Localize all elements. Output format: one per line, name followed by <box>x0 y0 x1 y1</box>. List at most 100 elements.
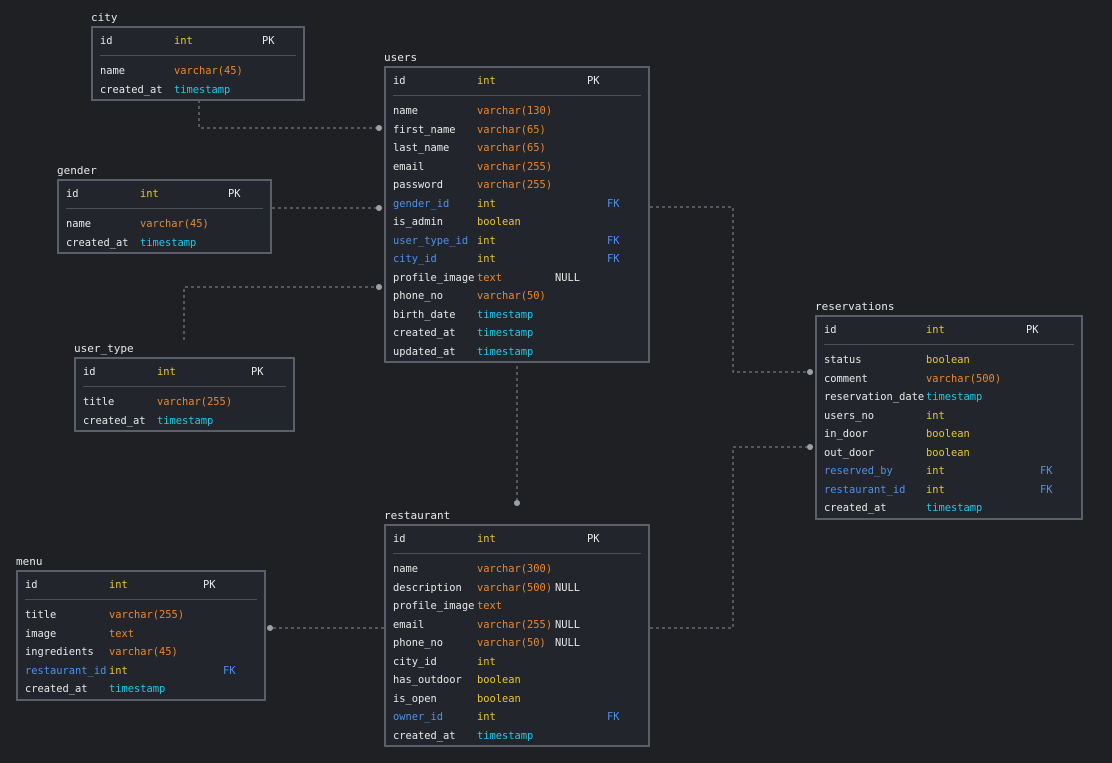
column-name: status <box>824 354 862 366</box>
column-type: timestamp <box>157 414 214 427</box>
column-type: timestamp <box>926 502 983 514</box>
column-name: comment <box>824 372 868 385</box>
relation-endpoint-6 <box>267 625 273 631</box>
column-type: varchar(45) <box>109 646 178 658</box>
fk-marker: FK <box>607 711 620 723</box>
column-name: id <box>824 324 837 336</box>
relation-endpoint-3 <box>807 369 813 375</box>
column-type: int <box>109 579 128 591</box>
column-name: title <box>83 396 115 408</box>
column-type: boolean <box>477 692 521 705</box>
column-row: is_admin boolean <box>393 213 641 232</box>
column-type: boolean <box>477 216 521 228</box>
column-type: timestamp <box>140 236 197 249</box>
column-name: reserved_by <box>824 465 893 477</box>
column-type: varchar(500) <box>477 581 553 594</box>
column-type: timestamp <box>477 345 534 358</box>
column-type: boolean <box>477 674 521 686</box>
column-name: has_outdoor <box>393 674 462 686</box>
column-name: restaurant_id <box>25 664 107 677</box>
column-name: title <box>25 609 57 621</box>
column-name: first_name <box>393 123 456 136</box>
column-name: restaurant_id <box>824 483 906 496</box>
column-name: created_at <box>83 414 146 427</box>
column-row: last_name varchar(65) <box>393 139 641 158</box>
column-name: updated_at <box>393 345 456 358</box>
relation-line-2 <box>183 286 379 340</box>
header-divider <box>824 344 1074 345</box>
column-name: users_no <box>824 409 875 422</box>
column-row: created_at timestamp <box>824 499 1074 518</box>
column-type: text <box>477 600 503 612</box>
column-name: last_name <box>393 142 450 154</box>
column-name: id <box>83 366 96 378</box>
column-type: varchar(50) <box>477 637 546 649</box>
column-row: in_door boolean <box>824 425 1074 444</box>
column-type: boolean <box>926 446 970 459</box>
column-type: boolean <box>926 428 970 440</box>
fk-marker: FK <box>1040 483 1053 496</box>
pk-marker: PK <box>251 366 264 378</box>
column-type: varchar(65) <box>477 142 546 154</box>
column-name: description <box>393 581 462 594</box>
column-row: created_at timestamp <box>83 412 286 431</box>
column-name: phone_no <box>393 290 444 302</box>
column-name: created_at <box>824 502 887 514</box>
column-type: int <box>926 324 945 336</box>
column-type: varchar(45) <box>140 218 209 230</box>
column-name: is_admin <box>393 216 444 228</box>
column-name: name <box>100 65 126 77</box>
header-divider <box>393 553 641 554</box>
column-type: int <box>477 234 496 247</box>
header-divider <box>100 55 296 56</box>
table-title-restaurant: restaurant <box>384 509 451 522</box>
column-name: id <box>393 75 406 87</box>
column-name: created_at <box>393 729 456 742</box>
column-name: phone_no <box>393 637 444 649</box>
table-title-reservations: reservations <box>815 300 895 313</box>
relation-endpoint-4 <box>807 444 813 450</box>
fk-marker: FK <box>223 664 236 677</box>
column-name: in_door <box>824 428 868 440</box>
column-type: text <box>477 271 503 284</box>
column-name: email <box>393 618 425 631</box>
column-type: timestamp <box>174 83 231 96</box>
relation-endpoint-0 <box>376 125 382 131</box>
column-name: id <box>393 533 406 545</box>
column-name: reservation_date <box>824 391 925 403</box>
column-type: varchar(255) <box>477 618 553 631</box>
fk-marker: FK <box>607 253 620 265</box>
column-name: name <box>393 563 419 575</box>
